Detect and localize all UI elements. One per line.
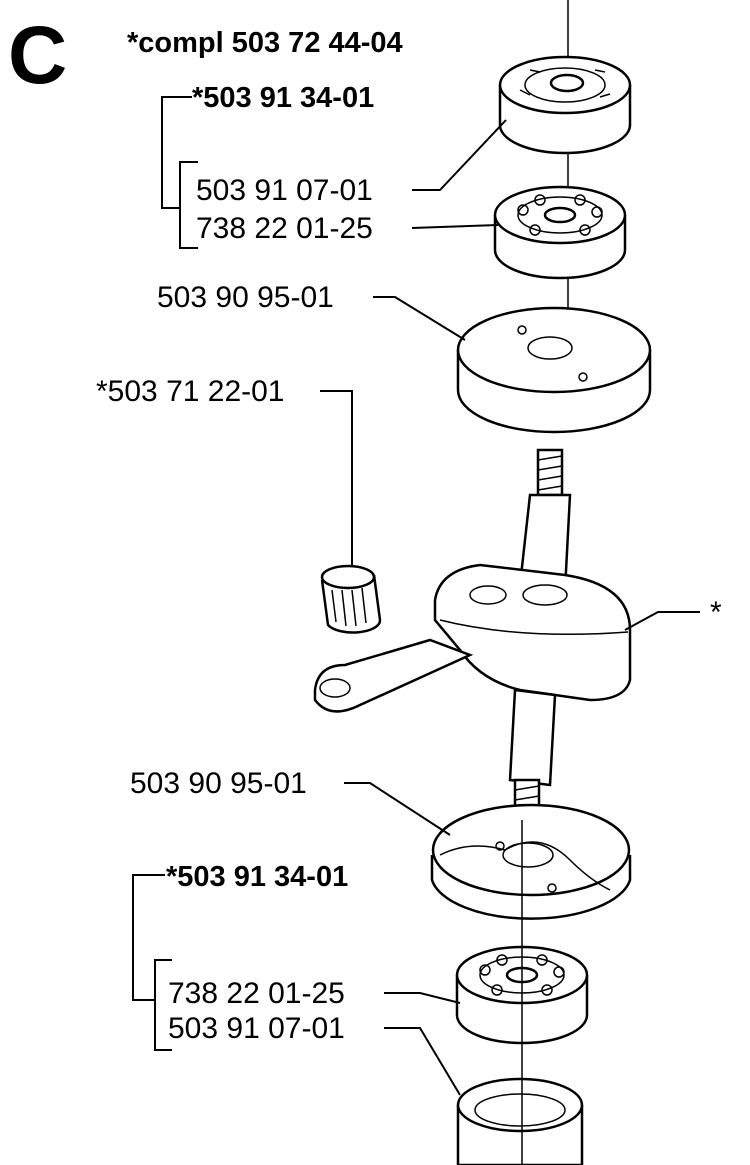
bottom-inner-bracket [154, 959, 172, 1051]
needle-bearing-label: *503 71 22-01 [96, 375, 285, 408]
bottom-gasket-label: 503 90 95-01 [130, 767, 307, 800]
needle-bearing-leader [320, 390, 353, 565]
top-gasket-leader [373, 296, 466, 341]
top-seal-part [498, 55, 632, 155]
bottom-gasket-leader [344, 782, 451, 836]
bottom-kit-label: *503 91 34-01 [166, 861, 348, 893]
section-letter: C [8, 10, 67, 101]
top-kit-bracket [161, 96, 192, 209]
crankshaft-leader [624, 611, 700, 631]
assembly-label: *compl 503 72 44-04 [127, 27, 403, 59]
bottom-seal-label: 503 91 07-01 [168, 1012, 345, 1045]
top-kit-label: *503 91 34-01 [192, 82, 374, 114]
top-inner-bracket [179, 161, 198, 249]
bottom-gasket-part [430, 803, 632, 920]
bottom-seal-part [456, 1077, 584, 1165]
crankshaft-part [313, 448, 632, 822]
needle-bearing-part [320, 564, 382, 634]
top-seal-leader [412, 119, 507, 191]
top-seal-label: 503 91 07-01 [196, 174, 373, 207]
bottom-kit-bracket [132, 874, 165, 1001]
crankshaft-label: * [710, 596, 722, 629]
top-bearing-leader [411, 224, 499, 229]
top-gasket-label: 503 90 95-01 [157, 281, 334, 314]
top-bearing-part [493, 185, 627, 280]
top-bearing-label: 738 22 01-25 [196, 212, 373, 245]
bottom-bearing-leader [384, 992, 461, 1004]
top-gasket-part [456, 306, 652, 434]
bottom-seal-leader [384, 1027, 461, 1096]
bottom-bearing-label: 738 22 01-25 [168, 977, 345, 1010]
